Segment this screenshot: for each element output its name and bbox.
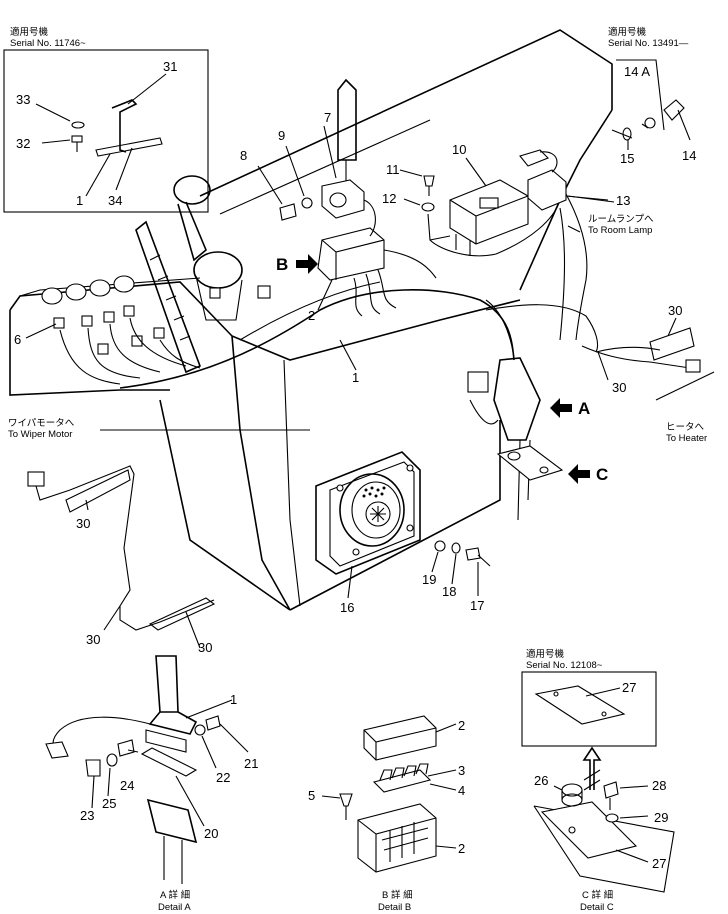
inset-note-jp: 適用号機 xyxy=(526,648,565,660)
callouts: ルームランプへ To Room Lamp ワイパモータへ To Wiper Mo… xyxy=(8,214,707,444)
inset-note-jp: 適用号機 xyxy=(10,26,49,38)
wiper-jp: ワイパモータへ xyxy=(8,418,75,429)
detail-b-label: Detail B xyxy=(378,902,411,913)
part-label-33: 33 xyxy=(16,92,30,107)
part-label-12: 12 xyxy=(382,191,396,206)
detail-a-jp: A 詳 細 xyxy=(160,889,190,901)
part-label-22: 22 xyxy=(216,770,230,785)
part-label-9: 9 xyxy=(278,128,285,143)
part-label-19: 19 xyxy=(422,572,436,587)
detail-c: 適用号機 Serial No. 12108~ 27 26 28 29 27 C … xyxy=(521,648,675,913)
heater-label: To Heater xyxy=(666,433,707,444)
detail-a-label: Detail A xyxy=(158,902,191,913)
part-label-30d: 30 xyxy=(86,632,100,647)
view-arrows: B A C xyxy=(276,254,608,484)
main-part-labels: 7 9 8 10 11 12 13 2 6 1 30 30 30 30 30 1… xyxy=(14,110,682,655)
heater-jp: ヒータへ xyxy=(666,422,705,433)
part-label-21: 21 xyxy=(244,756,258,771)
part-label-25: 25 xyxy=(102,796,116,811)
part-label-14a: 14 A xyxy=(624,64,650,79)
inset-serial-11746: 適用号機 Serial No. 11746~ 31 33 32 1 34 xyxy=(3,26,209,213)
detail-b-jp: B 詳 細 xyxy=(382,889,413,901)
part-label-31: 31 xyxy=(163,59,177,74)
part-label-6: 6 xyxy=(14,332,21,347)
view-label-a: A xyxy=(578,399,590,418)
part-label-24: 24 xyxy=(120,778,134,793)
part-label-32: 32 xyxy=(16,136,30,151)
part-label-30a: 30 xyxy=(668,303,682,318)
connector-13 xyxy=(519,149,609,341)
part-label-15: 15 xyxy=(620,151,634,166)
wiper-harness xyxy=(27,465,216,649)
detail-b: 2 3 4 5 2 B 詳 細 Detail B xyxy=(308,715,465,913)
inset-serial: Serial No. 11746~ xyxy=(10,38,86,49)
part-label-1-detail-a: 1 xyxy=(230,692,237,707)
heater-wiring xyxy=(597,317,715,401)
part-label-14: 14 xyxy=(682,148,696,163)
speaker-holes xyxy=(362,486,386,498)
screws-17-18-19 xyxy=(431,540,491,596)
part-label-2: 2 xyxy=(308,308,315,323)
part-label-27-top: 27 xyxy=(622,680,636,695)
part-label-23: 23 xyxy=(80,808,94,823)
plate-c-main xyxy=(496,445,564,481)
fuse-box xyxy=(317,227,437,317)
part-label-8: 8 xyxy=(240,148,247,163)
room-lamp-jp: ルームランプへ xyxy=(588,214,654,225)
part-label-34: 34 xyxy=(108,193,122,208)
inset-serial-13491: 適用号機 Serial No. 13491— 14 A 14 15 xyxy=(608,26,696,166)
detail-c-label: Detail C xyxy=(580,902,614,913)
speaker-panel xyxy=(315,451,421,599)
part-label-5: 5 xyxy=(308,788,315,803)
part-label-20: 20 xyxy=(204,826,218,841)
inset-serial: Serial No. 13491— xyxy=(608,38,689,49)
bolt-washer-8-9 xyxy=(257,125,337,221)
inset-serial: Serial No. 12108~ xyxy=(526,660,603,671)
part-label-27-bottom: 27 xyxy=(652,856,666,871)
switch-component xyxy=(321,179,376,237)
panel-wiring xyxy=(53,305,201,385)
part-label-1-inset: 1 xyxy=(76,193,83,208)
part-label-30c: 30 xyxy=(76,516,90,531)
panel-switches xyxy=(41,275,135,305)
part-label-28: 28 xyxy=(652,778,666,793)
part-label-16: 16 xyxy=(340,600,354,615)
view-label-b: B xyxy=(276,255,288,274)
part-label-30b: 30 xyxy=(612,380,626,395)
part-label-7: 7 xyxy=(324,110,331,125)
part-label-10: 10 xyxy=(452,142,466,157)
console-body xyxy=(9,29,613,611)
part-label-2-detail-b-top: 2 xyxy=(458,718,465,733)
view-label-c: C xyxy=(596,465,608,484)
part-label-18: 18 xyxy=(442,584,456,599)
part-label-30e: 30 xyxy=(198,640,212,655)
part-label-1: 1 xyxy=(352,370,359,385)
detail-a: 1 21 22 24 25 23 20 A 詳 細 Detail A xyxy=(45,655,258,913)
wiper-label: To Wiper Motor xyxy=(8,429,72,440)
part-label-3: 3 xyxy=(458,763,465,778)
room-lamp-label: To Room Lamp xyxy=(588,225,652,236)
part-label-11: 11 xyxy=(386,162,400,177)
part-label-17: 17 xyxy=(470,598,484,613)
inset-note-jp: 適用号機 xyxy=(608,26,647,38)
relay-box xyxy=(399,157,561,257)
part-label-4: 4 xyxy=(458,783,465,798)
part-label-26: 26 xyxy=(534,773,548,788)
part-label-29: 29 xyxy=(654,810,668,825)
part-label-13: 13 xyxy=(616,193,630,208)
leader-lines xyxy=(25,123,649,431)
detail-c-jp: C 詳 細 xyxy=(582,889,613,901)
part-label-2-detail-b-bottom: 2 xyxy=(458,841,465,856)
